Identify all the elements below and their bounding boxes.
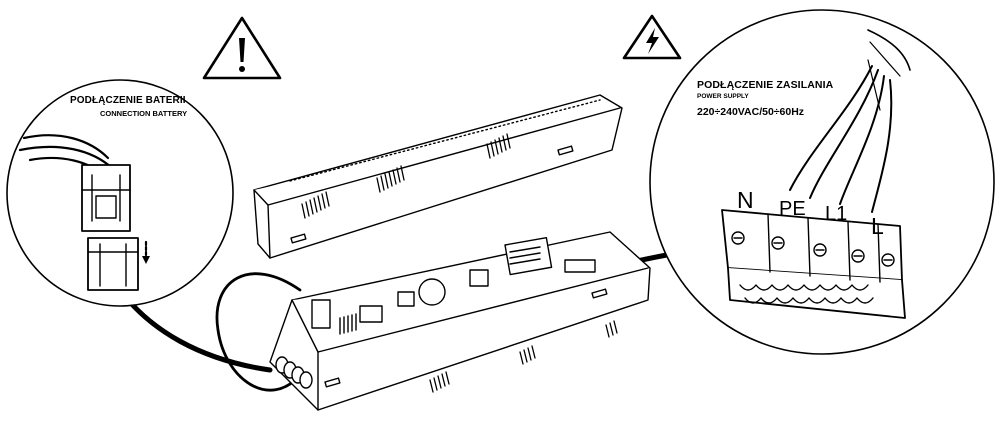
terminal-label-pe: PE — [779, 198, 806, 220]
power-voltage-label: 220÷240VAC/50÷60Hz — [697, 106, 805, 118]
power-detail-circle — [649, 9, 995, 355]
terminal-rollers — [275, 356, 313, 389]
device-base — [269, 231, 651, 411]
terminal-label-l: L — [871, 213, 884, 239]
terminal-label-l1: L1 — [825, 203, 848, 225]
power-connection-subtitle: POWER SUPPLY — [697, 93, 749, 100]
electrical-hazard-icon — [622, 14, 682, 60]
battery-connection-subtitle: CONNECTION BATTERY — [100, 109, 188, 118]
battery-detail-circle — [6, 79, 234, 307]
warning-exclamation-icon — [202, 16, 282, 80]
battery-connection-title: PODŁĄCZENIE BATERII — [70, 95, 186, 106]
power-connection-title: PODŁĄCZENIE ZASILANIA — [697, 79, 834, 91]
terminal-label-n: N — [737, 187, 754, 213]
device-cover — [253, 94, 623, 259]
